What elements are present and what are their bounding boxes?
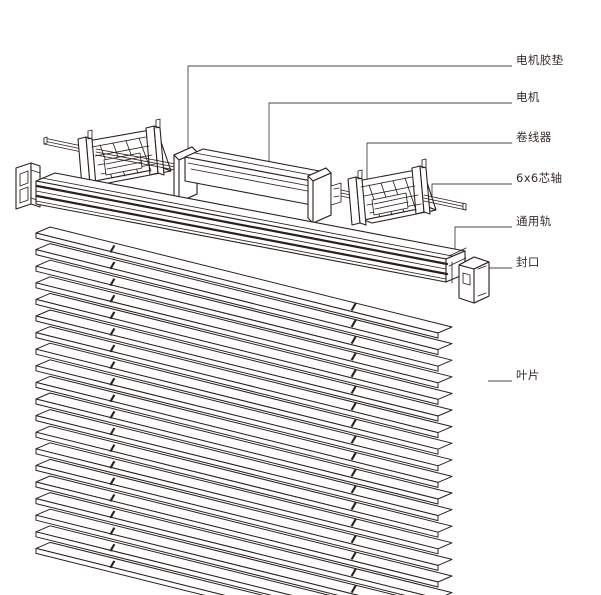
slat-cord-slot-2 <box>350 336 357 344</box>
slat-cord-slot-1 <box>109 328 116 336</box>
slat-front-edge <box>35 315 439 422</box>
label-universal-rail: 通用轨 <box>516 214 552 228</box>
slat-front-edge <box>35 448 439 555</box>
label-end-cap: 封口 <box>516 255 540 269</box>
slat-top-face <box>35 525 331 595</box>
slat-cord-slot-2 <box>350 535 357 544</box>
slat-cord-slot-1 <box>109 361 116 369</box>
part-headrail <box>35 172 467 284</box>
part-motor-pad-right <box>307 167 332 224</box>
slat-cord-slot-1 <box>109 245 116 253</box>
leader-motor <box>268 102 512 187</box>
slat-front-edge <box>35 381 439 488</box>
slat-cord-slot-2 <box>350 386 357 394</box>
slat-front-edge <box>35 398 439 505</box>
slat-cord-slot-1 <box>109 394 116 403</box>
slat-cord-slot-1 <box>109 261 116 270</box>
slat-cord-slot-2 <box>350 469 357 477</box>
slat-top-face <box>35 541 264 595</box>
part-right-cord-winder <box>347 158 437 226</box>
slat-cord-slot-1 <box>109 344 116 353</box>
slat-front-edge <box>35 332 439 439</box>
part-hex-shaft-right <box>423 194 467 211</box>
slat-cord-slot-1 <box>109 494 116 502</box>
part-left-cord-winder <box>77 118 187 187</box>
label-motor-rubber-pad: 电机胶垫 <box>516 53 564 67</box>
part-right-end-cap <box>458 256 490 304</box>
slat-cord-slot-1 <box>109 278 116 286</box>
leader-cord-winder <box>366 142 512 188</box>
label-hex-shaft-6x6: 6x6芯轴 <box>516 171 563 185</box>
slat-front-edge <box>35 365 439 472</box>
label-cord-winder: 卷线器 <box>516 130 552 144</box>
slat-front-edge <box>35 282 439 389</box>
slat-front-edge <box>35 249 439 356</box>
slat-cord-slot-2 <box>350 568 357 577</box>
slat-cord-slot-2 <box>350 552 357 560</box>
slat-cord-slot-2 <box>350 485 357 494</box>
slat-front-edge <box>35 498 426 595</box>
slat-cord-slot-1 <box>109 427 116 436</box>
slat-front-edge <box>35 415 439 522</box>
slat-front-edge <box>35 265 439 372</box>
slat-cord-slot-1 <box>109 294 116 303</box>
slat-front-edge <box>35 464 439 571</box>
slat-front-edge <box>35 481 439 588</box>
slat-cord-slot-2 <box>350 435 357 444</box>
leader-motor-rubber-pad <box>187 65 512 160</box>
slat-cord-slot-2 <box>350 419 357 427</box>
slat-cord-slot-2 <box>350 369 357 378</box>
slat-cord-slot-1 <box>109 460 116 469</box>
part-slat-stack <box>35 226 453 595</box>
slat-cord-slot-1 <box>109 444 116 452</box>
label-motor: 电机 <box>516 90 540 104</box>
slat-cord-slot-1 <box>109 377 116 386</box>
label-slat: 叶片 <box>516 368 540 382</box>
slat-front-edge <box>35 232 439 339</box>
slat-cord-slot-1 <box>109 510 116 519</box>
slat-cord-slot-2 <box>350 352 357 361</box>
slat-cord-slot-2 <box>350 303 357 311</box>
slat-front-edge <box>35 547 226 595</box>
slat-front-edge <box>35 514 359 595</box>
slat-front-edge <box>35 431 439 538</box>
slat-cord-slot-2 <box>350 518 357 527</box>
slat-cord-slot-1 <box>109 543 116 552</box>
slat-cord-slot-1 <box>109 411 116 419</box>
slat-front-edge <box>35 298 439 405</box>
part-motor-assembly <box>173 146 342 224</box>
slat-cord-slot-1 <box>109 560 116 569</box>
slat-cord-slot-1 <box>109 477 116 486</box>
slat-cord-slot-2 <box>350 585 357 593</box>
slat-front-edge <box>35 531 293 595</box>
slat-cord-slot-2 <box>350 319 357 328</box>
leader-hex-shaft <box>431 183 512 212</box>
slat-cord-slot-2 <box>350 452 357 461</box>
slat-cord-slot-2 <box>350 402 357 411</box>
slat-cord-slot-1 <box>109 311 116 320</box>
leader-universal-rail <box>454 226 512 250</box>
slat-cord-slot-2 <box>350 502 357 510</box>
slat-cord-slot-1 <box>109 527 116 535</box>
slat-front-edge <box>35 348 439 455</box>
